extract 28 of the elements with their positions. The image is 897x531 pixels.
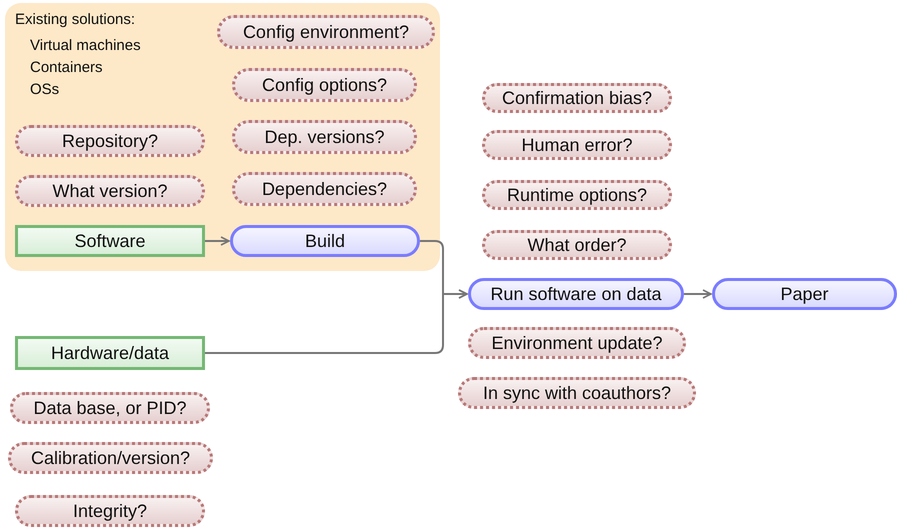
question-pill: Human error?: [482, 130, 672, 160]
source-box: Hardware/data: [15, 336, 205, 370]
question-pill: Integrity?: [15, 495, 205, 527]
list-item: OSs: [30, 80, 60, 100]
process-pill: Paper: [712, 278, 897, 310]
question-pill: Dep. versions?: [232, 120, 417, 154]
question-pill: Calibration/version?: [8, 442, 213, 474]
question-pill: What version?: [15, 175, 205, 207]
region-panel: [5, 3, 440, 271]
question-pill: Config options?: [232, 68, 417, 102]
question-pill: Confirmation bias?: [482, 83, 672, 113]
connector-arrow: [205, 289, 468, 354]
process-pill: Run software on data: [468, 278, 684, 310]
question-pill: Runtime options?: [482, 180, 672, 210]
question-pill: Repository?: [15, 125, 205, 157]
question-pill: Config environment?: [217, 15, 435, 49]
question-pill: Data base, or PID?: [10, 392, 210, 424]
question-pill: Environment update?: [468, 327, 686, 359]
source-box: Software: [15, 225, 205, 257]
connector-arrow: [205, 236, 230, 246]
question-pill: What order?: [482, 230, 672, 260]
list-item: Containers: [30, 58, 103, 78]
list-item: Virtual machines: [30, 36, 141, 56]
connector-arrow: [684, 289, 712, 299]
question-pill: Dependencies?: [232, 172, 417, 206]
panel-heading: Existing solutions:: [15, 10, 136, 30]
question-pill: In sync with coauthors?: [458, 377, 696, 409]
process-pill: Build: [230, 225, 420, 257]
